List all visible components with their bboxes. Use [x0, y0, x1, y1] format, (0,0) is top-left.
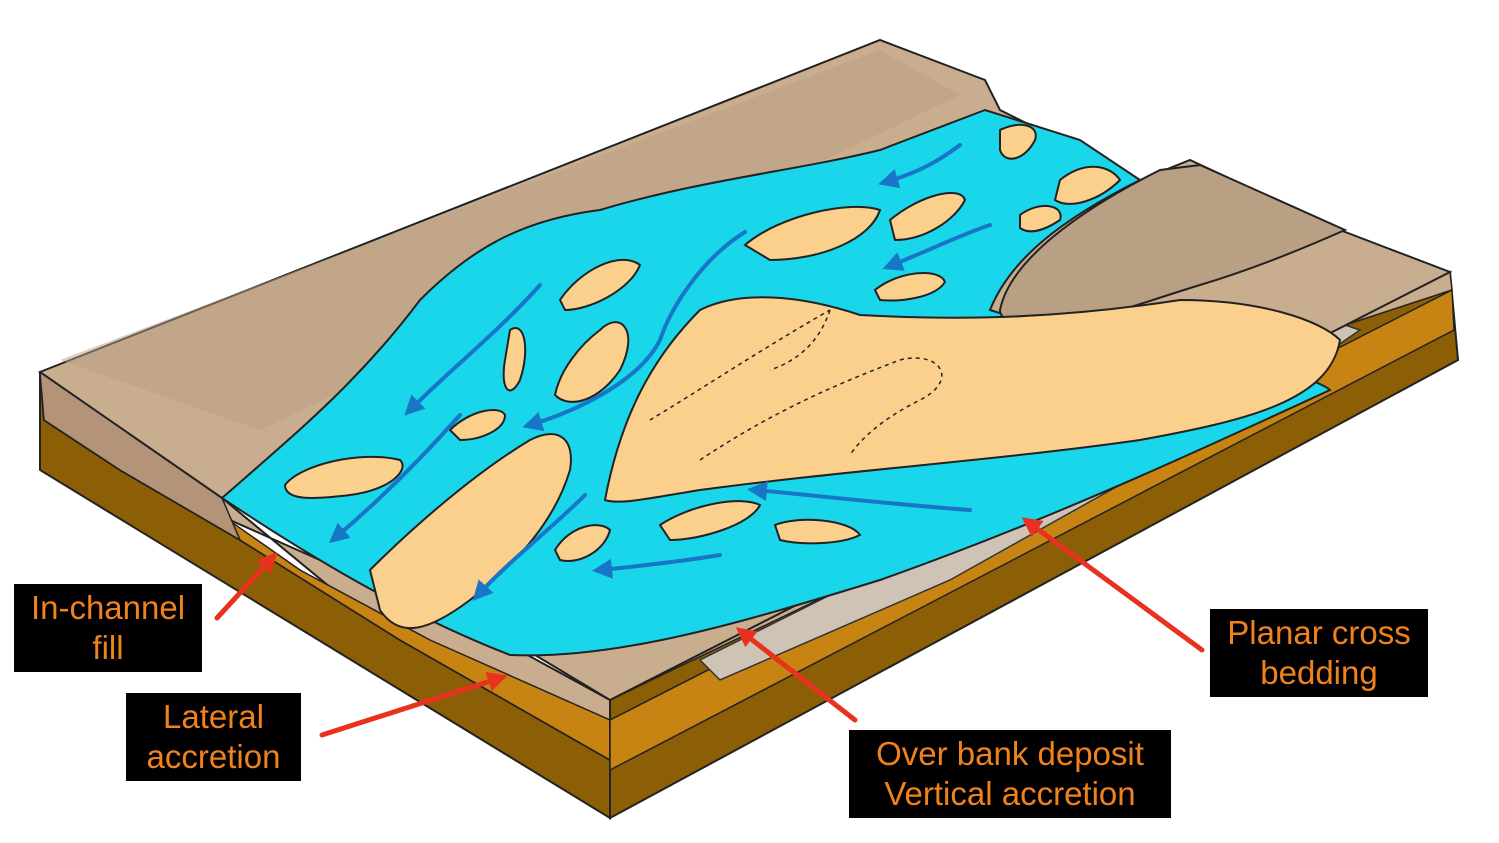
label-text: bedding [1260, 654, 1378, 691]
flow-arrow [592, 553, 722, 579]
label-planar-cross-bedding: Planar cross bedding [1210, 609, 1428, 697]
block-side-left [39, 371, 611, 821]
pointer-lateral [319, 672, 508, 738]
flow-arrow [882, 223, 992, 271]
label-text: In-channel [30, 589, 186, 626]
flow-arrow [472, 493, 587, 601]
pointer-arrows [214, 517, 1205, 738]
label-in-channel-fill: In-channel fill [14, 584, 202, 672]
pointer-planar [1021, 517, 1205, 653]
cross-bedding-lines [649, 309, 943, 461]
flow-arrow [328, 413, 462, 544]
flow-arrows [328, 143, 992, 601]
flow-arrow [522, 230, 747, 432]
flow-arrow [747, 481, 972, 512]
label-text: accretion [146, 738, 281, 775]
label-text: Planar cross [1227, 614, 1411, 651]
diagonal-bar [368, 433, 572, 629]
central-sand-bar [603, 296, 1342, 503]
label-text: fill [92, 629, 124, 666]
label-text: Lateral [163, 698, 264, 735]
label-text: Vertical accretion [884, 775, 1136, 812]
flow-arrow [404, 283, 542, 416]
pointer-overbank [735, 627, 858, 723]
small-sand-bars [283, 123, 1122, 562]
flow-arrow [878, 143, 962, 189]
label-text: Over bank deposit [876, 735, 1144, 772]
pointer-in-channel [214, 552, 278, 621]
label-over-bank-deposit: Over bank deposit Vertical accretion [849, 730, 1171, 818]
label-lateral-accretion: Lateral accretion [126, 693, 301, 781]
